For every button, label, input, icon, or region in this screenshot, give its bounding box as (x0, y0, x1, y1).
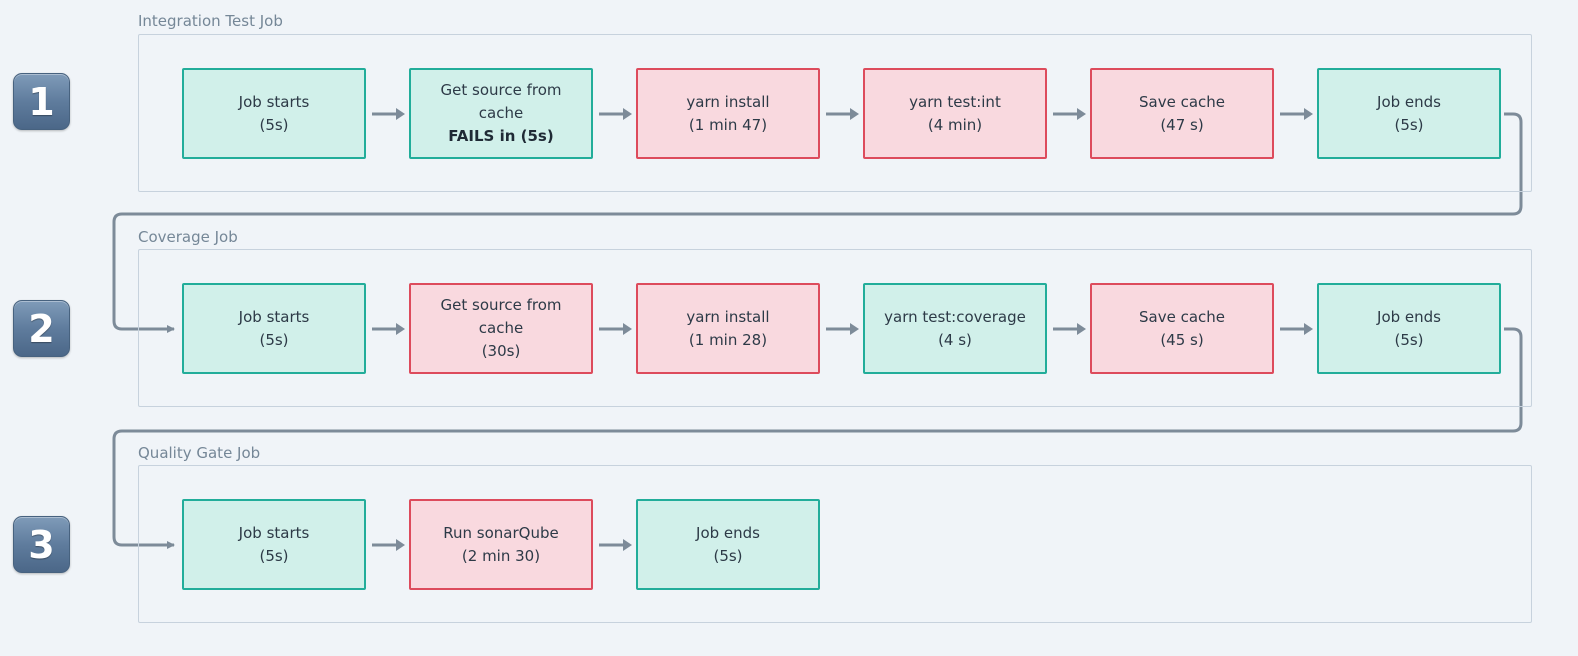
pipeline-step: Job starts (5s) (182, 283, 366, 374)
step-label-line: Job starts (238, 523, 310, 542)
step-failure-note: FAILS in (5s) (448, 127, 554, 145)
step-label-line: (4 min) (927, 115, 983, 134)
group-title: Quality Gate Job (138, 444, 261, 462)
step-label-line: (45 s) (1160, 330, 1204, 349)
step-label-line: Get source from (440, 296, 562, 314)
pipeline-step: Job ends (5s) (1317, 68, 1501, 159)
step-label-line: yarn test:int (909, 92, 1001, 111)
step-label-line: yarn test:coverage (884, 307, 1026, 326)
step-label-line: (4 s) (938, 330, 972, 349)
step-label-line: (1 min 28) (688, 330, 768, 349)
step-label-line: cache (478, 319, 524, 337)
step-label-line: Job starts (238, 307, 310, 326)
step-arrow (599, 322, 632, 335)
step-arrow (1053, 107, 1086, 120)
pipeline-step: yarn install (1 min 47) (636, 68, 820, 159)
group-title: Integration Test Job (138, 12, 283, 30)
group-title: Coverage Job (138, 228, 238, 246)
step-number-badge: 1 (13, 73, 70, 130)
step-label-line: Run sonarQube (443, 523, 559, 542)
step-label-line: (30s) (481, 342, 521, 360)
step-label-line: yarn install (686, 92, 770, 111)
step-label-line: cache (478, 104, 524, 122)
step-number-badge: 2 (13, 300, 70, 357)
step-label-line: (2 min 30) (461, 546, 541, 565)
step-label-line: (5s) (1394, 115, 1424, 134)
step-arrow (1280, 322, 1313, 335)
step-label-line: yarn install (686, 307, 770, 326)
step-label-line: Get source from (440, 81, 562, 99)
step-label-line: Save cache (1138, 92, 1225, 111)
step-label-line: Job starts (238, 92, 310, 111)
group-frame-2 (138, 249, 1532, 407)
step-label-line: Job ends (1377, 307, 1441, 326)
step-arrow (1280, 107, 1313, 120)
step-label-line: (47 s) (1160, 115, 1204, 134)
pipeline-step: Save cache (45 s) (1090, 283, 1274, 374)
step-arrow (372, 107, 405, 120)
pipeline-step: Job ends (5s) (636, 499, 820, 590)
step-label-line: (5s) (259, 330, 289, 349)
step-arrow (599, 107, 632, 120)
group-frame-1 (138, 34, 1532, 192)
step-label-line: (5s) (259, 115, 289, 134)
pipeline-step: yarn test:coverage (4 s) (863, 283, 1047, 374)
step-label-line: Job ends (696, 523, 760, 542)
step-label-line: (5s) (1394, 330, 1424, 349)
step-number-badge: 3 (13, 516, 70, 573)
pipeline-step: Get source from cache (30s) (409, 283, 593, 374)
step-arrow (372, 322, 405, 335)
step-arrow (372, 538, 405, 551)
group-frame-3 (138, 465, 1532, 623)
pipeline-step: Job starts (5s) (182, 499, 366, 590)
step-label-line: (5s) (259, 546, 289, 565)
pipeline-step: Save cache (47 s) (1090, 68, 1274, 159)
step-arrow (599, 538, 632, 551)
step-label-line: (5s) (713, 546, 743, 565)
pipeline-step: Job starts (5s) (182, 68, 366, 159)
pipeline-step: yarn test:int (4 min) (863, 68, 1047, 159)
step-label-line: Job ends (1377, 92, 1441, 111)
step-arrow (826, 322, 859, 335)
pipeline-step: yarn install (1 min 28) (636, 283, 820, 374)
step-arrow (826, 107, 859, 120)
step-label-line: Save cache (1138, 307, 1225, 326)
pipeline-step: Run sonarQube (2 min 30) (409, 499, 593, 590)
step-arrow (1053, 322, 1086, 335)
step-label-line: (1 min 47) (688, 115, 768, 134)
pipeline-step: Job ends (5s) (1317, 283, 1501, 374)
